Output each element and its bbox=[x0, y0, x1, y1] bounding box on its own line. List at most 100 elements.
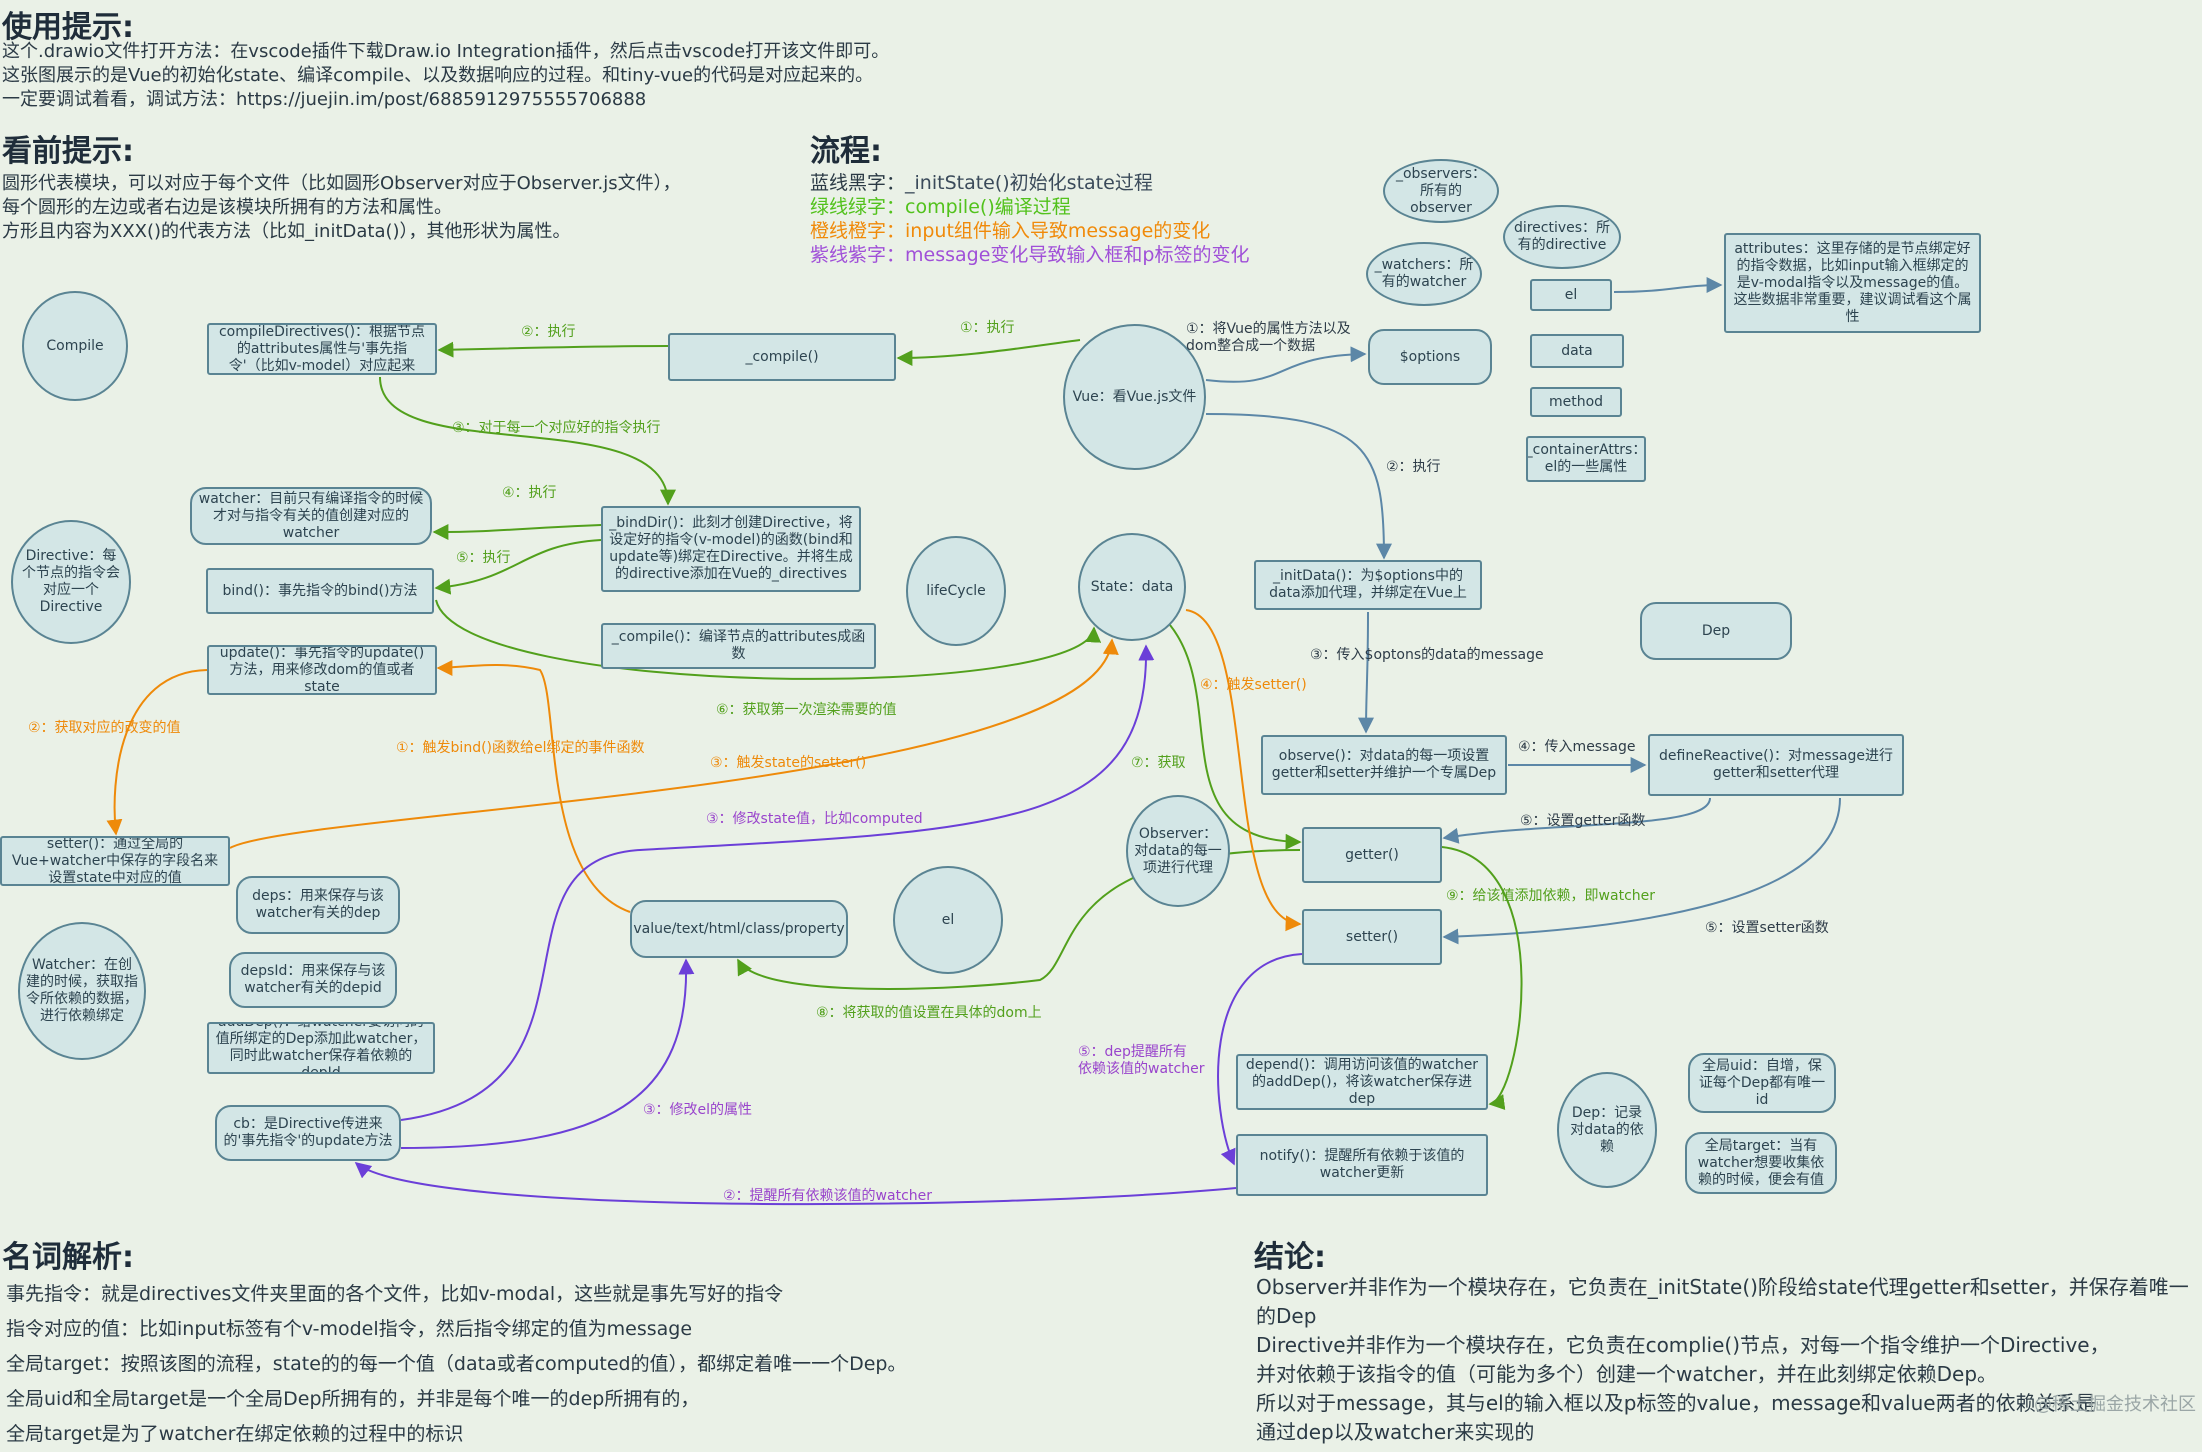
watermark: @稀土掘金技术社区 bbox=[2034, 1394, 2196, 1415]
edge-notify-cb bbox=[354, 1161, 1237, 1206]
node-addDep: addDep()：给watcher要访问的值所绑定的Dep添加此watcher，… bbox=[207, 1022, 435, 1074]
legend-text: input组件输入导致message的变化 bbox=[905, 220, 1211, 242]
node-bindDir: _bindDir()：此刻才创建Directive，将设定好的指令(v-mode… bbox=[601, 506, 861, 592]
edge-initdata-observe bbox=[1358, 611, 1375, 734]
edge-setter-notify bbox=[1217, 953, 1303, 1166]
node-watcher-module: Watcher：在创建的时候，获取指令所依赖的数据，进行依赖绑定 bbox=[18, 922, 146, 1060]
edge-label: ③：修改state值，比如computed bbox=[706, 811, 923, 827]
node-dep-module: Dep bbox=[1640, 602, 1792, 660]
node-bind: bind()：事先指令的bind()方法 bbox=[206, 568, 434, 614]
edge-label: ②：获取对应的改变的值 bbox=[28, 720, 181, 736]
node-initData: _initData()：为$options中的data添加代理，并绑定在Vue上 bbox=[1254, 560, 1482, 610]
edge-vue-compile bbox=[896, 339, 1081, 366]
node-observers: _observers：所有的observer bbox=[1383, 159, 1499, 223]
node-data-attr: data bbox=[1530, 334, 1624, 368]
edge-label: ④：触发setter() bbox=[1200, 677, 1307, 693]
legend-item: 橙线橙字：input组件输入导致message的变化 bbox=[810, 219, 1210, 243]
edge-label: ③：传入$optons的data的message bbox=[1310, 647, 1544, 663]
node-update: update()：事先指令的update()方法，用来修改dom的值或者stat… bbox=[207, 645, 437, 695]
node-directive-module: Directive：每个节点的指令会对应一个Directive bbox=[11, 520, 131, 644]
node-method-attr: method bbox=[1530, 387, 1622, 417]
edge-vue-options bbox=[1205, 346, 1367, 383]
edge-label: ③：修改el的属性 bbox=[643, 1102, 753, 1118]
node-global-uid: 全局uid：自增，保证每个Dep都有唯一id bbox=[1688, 1053, 1836, 1113]
node-notify: notify()：提醒所有依赖于该值的watcher更新 bbox=[1236, 1134, 1488, 1196]
edge-label: ④：传入message bbox=[1518, 739, 1636, 755]
edge-label: ②：执行 bbox=[1386, 459, 1441, 475]
node-state: State：data bbox=[1078, 533, 1186, 641]
edge-value-update bbox=[436, 659, 631, 913]
node-watchers: _watchers：所有的watcher bbox=[1366, 242, 1482, 306]
edge-label: ③：触发state的setter() bbox=[710, 755, 867, 771]
legend-item: 紫线紫字：message变化导致输入框和p标签的变化 bbox=[810, 243, 1249, 267]
node-global-target: 全局target：当有watcher想要收集依赖的时候，便会有值 bbox=[1685, 1132, 1837, 1194]
edge-label: ⑤：dep提醒所有 依赖该值的watcher bbox=[1078, 1044, 1205, 1077]
edge-label: ①：将Vue的属性方法以及 dom整合成一个数据 bbox=[1186, 321, 1351, 354]
node-observer-module: Observer：对data的每一项进行代理 bbox=[1126, 795, 1230, 907]
edge-label: ⑧：将获取的值设置在具体的dom上 bbox=[816, 1005, 1042, 1021]
edge-cb-state bbox=[400, 644, 1155, 1121]
edge-define-setter bbox=[1442, 797, 1841, 945]
edge-label: ①：触发bind()函数给el绑定的事件函数 bbox=[396, 740, 645, 756]
edge-update-setterprop bbox=[106, 669, 208, 836]
edge-label: ⑨：给该值添加依赖，即watcher bbox=[1446, 888, 1656, 904]
edge-label: ⑦：获取 bbox=[1131, 755, 1186, 771]
edge-label: ④：执行 bbox=[502, 485, 557, 501]
legend-key: 橙线橙字： bbox=[810, 220, 906, 242]
legend-key: 蓝线黑字： bbox=[810, 172, 906, 194]
flow-heading: 流程: bbox=[810, 134, 882, 169]
node-el-module: el bbox=[893, 866, 1003, 974]
edge-binddir-bind bbox=[434, 539, 602, 595]
legend-text: _initState()初始化state过程 bbox=[905, 172, 1153, 194]
node-depsId: depsId：用来保存与该watcher有关的depid bbox=[229, 952, 397, 1008]
legend-key: 绿线绿字： bbox=[810, 196, 906, 218]
legend-item: 绿线绿字：compile()编译过程 bbox=[810, 195, 1071, 219]
legend-key: 紫线紫字： bbox=[810, 244, 906, 266]
legend-text: compile()编译过程 bbox=[905, 196, 1071, 218]
node-el-attr: el bbox=[1530, 279, 1612, 311]
edge-bind-state bbox=[435, 599, 1102, 680]
node-attributes: attributes：这里存储的是节点绑定好的指令数据，比如input输入框绑定… bbox=[1724, 233, 1981, 333]
node-defineReactive: defineReactive()：对message进行getter和setter… bbox=[1648, 734, 1904, 796]
preview-heading: 看前提示: bbox=[2, 134, 134, 169]
node-compile-attrs: _compile()：编译节点的attributes成函数 bbox=[601, 623, 876, 669]
legend-text: message变化导致输入框和p标签的变化 bbox=[905, 244, 1250, 266]
node-vue-module: Vue：看Vue.js文件 bbox=[1063, 324, 1206, 470]
edge-label: ⑤：执行 bbox=[456, 550, 511, 566]
edge-compile-directives bbox=[437, 341, 669, 358]
edge-label: ⑤：设置setter函数 bbox=[1705, 920, 1829, 936]
node-observe: observe()：对data的每一项设置getter和setter并维护一个专… bbox=[1261, 735, 1507, 795]
edge-cb-value bbox=[400, 958, 695, 1149]
legend-item: 蓝线黑字：_initState()初始化state过程 bbox=[810, 171, 1153, 195]
node-watcher-prop: watcher：目前只有编译指令的时候才对与指令有关的值创建对应的watcher bbox=[190, 487, 432, 545]
usage-heading: 使用提示: bbox=[2, 10, 134, 45]
node-setter: setter() bbox=[1302, 909, 1442, 965]
edge-directives-binddir bbox=[379, 376, 676, 506]
node-options: $options bbox=[1368, 329, 1492, 385]
node-setter-prop: setter()：通过全局的Vue+watcher中保存的字段名来设置state… bbox=[0, 836, 230, 886]
edge-getter-depend bbox=[1441, 846, 1523, 1110]
preview-text: 圆形代表模块，可以对应于每个文件（比如圆形Observer对应于Observer… bbox=[2, 173, 681, 242]
connector-lines bbox=[106, 277, 1841, 1206]
node-value: value/text/html/class/property bbox=[630, 900, 848, 958]
node-depend: depend()：调用访问该值的watcher的addDep()，将该watch… bbox=[1236, 1054, 1488, 1110]
node-_compile: _compile() bbox=[668, 333, 896, 381]
edge-label: ②：提醒所有依赖该值的watcher bbox=[723, 1188, 933, 1204]
conclusion-heading: 结论: bbox=[1254, 1240, 1326, 1275]
node-deps: deps：用来保存与该watcher有关的dep bbox=[236, 876, 400, 934]
node-cb: cb：是Directive传进来的'事先指令'的update方法 bbox=[215, 1105, 401, 1161]
terms-heading: 名词解析: bbox=[2, 1240, 134, 1275]
edge-label: ②：执行 bbox=[521, 324, 576, 340]
node-getter: getter() bbox=[1302, 827, 1442, 883]
edge-label: ③：对于每一个对应好的指令执行 bbox=[452, 420, 661, 436]
edge-el-attributes bbox=[1613, 277, 1723, 294]
edge-setterprop-state bbox=[229, 638, 1119, 849]
edge-state-getter bbox=[1169, 624, 1302, 850]
node-directives: directives：所有的directive bbox=[1503, 205, 1621, 269]
edge-state-setter bbox=[1185, 609, 1302, 932]
edge-label: ⑥：获取第一次渲染需要的值 bbox=[716, 702, 897, 718]
node-dep-record: Dep：记录对data的依赖 bbox=[1557, 1072, 1657, 1188]
conclusion-text: Observer并非作为一个模块存在，它负责在_initState()阶段给st… bbox=[1256, 1275, 2189, 1444]
node-compile-module: Compile bbox=[22, 291, 128, 401]
node-compileDirectives: compileDirectives()：根据节点的attributes属性与'事… bbox=[207, 323, 437, 375]
